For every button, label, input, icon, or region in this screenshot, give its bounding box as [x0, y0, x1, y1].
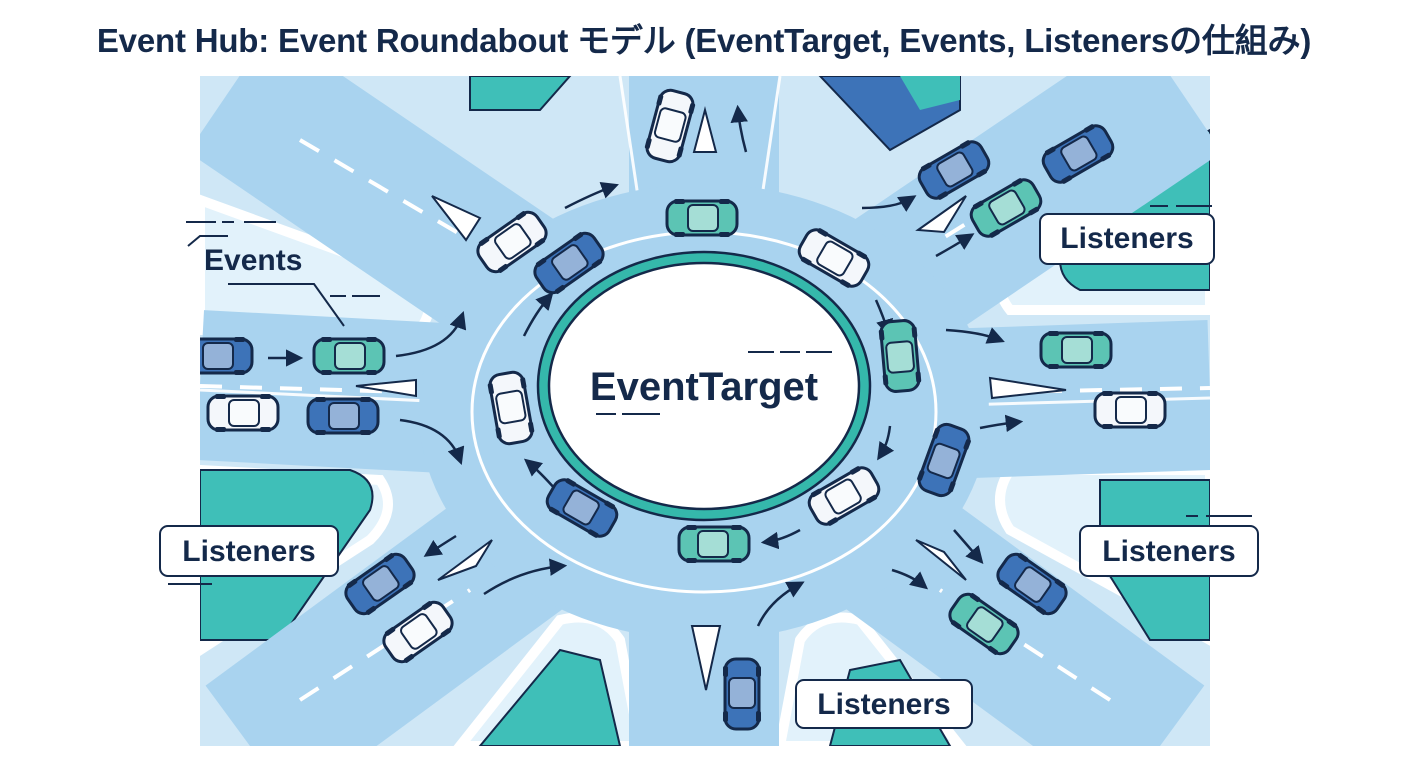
- listeners-label-e-group: Listeners: [1079, 525, 1259, 577]
- decorative-dashes: [168, 205, 1252, 585]
- diagram-title: Event Hub: Event Roundabout モデル (EventTa…: [96, 22, 1312, 59]
- listeners-label-w-group: Listeners: [159, 525, 339, 577]
- listeners-label-w: Listeners: [182, 535, 315, 568]
- listeners-label-s: Listeners: [817, 688, 950, 721]
- listeners-label-e: Listeners: [1102, 535, 1235, 568]
- events-label: Events: [204, 244, 302, 277]
- events-label-group: Events: [187, 235, 345, 327]
- listeners-label-ne-group: Listeners: [1039, 213, 1215, 265]
- listeners-label-ne: Listeners: [1060, 222, 1193, 255]
- event-target-label: EventTarget: [590, 365, 818, 409]
- listeners-label-s-group: Listeners: [795, 679, 973, 729]
